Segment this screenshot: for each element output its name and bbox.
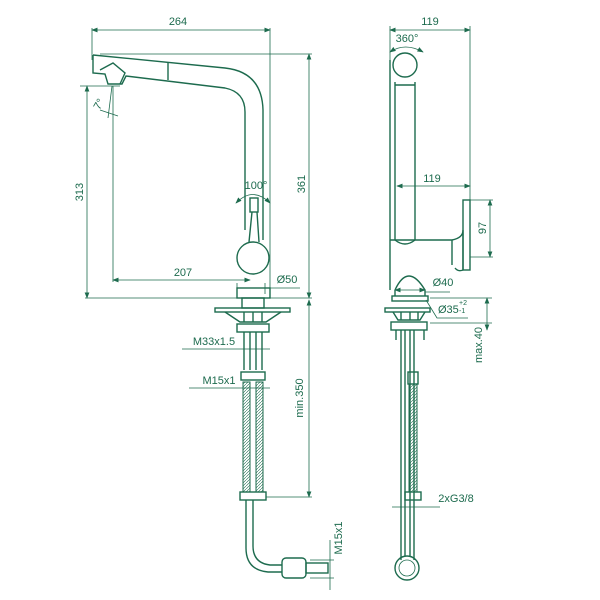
label-hole-tol-plus: +2	[459, 300, 467, 307]
label-body-diameter: Ø40	[433, 277, 454, 289]
label-hole-diameter: Ø35	[438, 304, 459, 316]
label-depth-top: 119	[421, 16, 439, 28]
label-deck-thickness: max.40	[473, 327, 485, 363]
label-spout-height: 313	[74, 183, 86, 201]
lever-body	[236, 241, 270, 275]
hose-right	[255, 381, 264, 493]
lever-handle	[249, 197, 259, 213]
hose-left	[242, 381, 251, 493]
side-view	[384, 26, 493, 581]
rotation-arc	[389, 46, 424, 53]
valve-body	[281, 557, 307, 579]
label-depth-lever: 119	[423, 173, 441, 185]
spout	[92, 54, 264, 240]
angle-arc-7	[99, 85, 119, 119]
label-rotation: 360°	[396, 33, 419, 45]
label-angle-lever: 100°	[245, 180, 268, 192]
deck-plate	[214, 307, 291, 313]
label-lever-height: 97	[477, 222, 489, 234]
angle-arc-100	[235, 194, 271, 204]
label-hole-tol-minus: -1	[459, 308, 465, 315]
label-connection: 2xG3/8	[438, 493, 473, 505]
label-hose-length: min.350	[294, 378, 306, 417]
label-base-diameter: Ø50	[277, 274, 298, 286]
label-reach: 207	[174, 267, 192, 279]
label-angle-spout: 7°	[92, 97, 108, 112]
label-width: 264	[169, 16, 187, 28]
label-thread-outlet: M15x1	[333, 521, 345, 554]
label-thread-main: M33x1.5	[193, 336, 235, 348]
front-view	[80, 27, 334, 590]
side-valve	[394, 555, 420, 581]
side-hose	[408, 383, 418, 493]
side-lever	[462, 199, 471, 271]
spout-head	[392, 52, 418, 78]
label-total-height: 361	[296, 175, 308, 193]
label-thread-hose: M15x1	[202, 375, 235, 387]
